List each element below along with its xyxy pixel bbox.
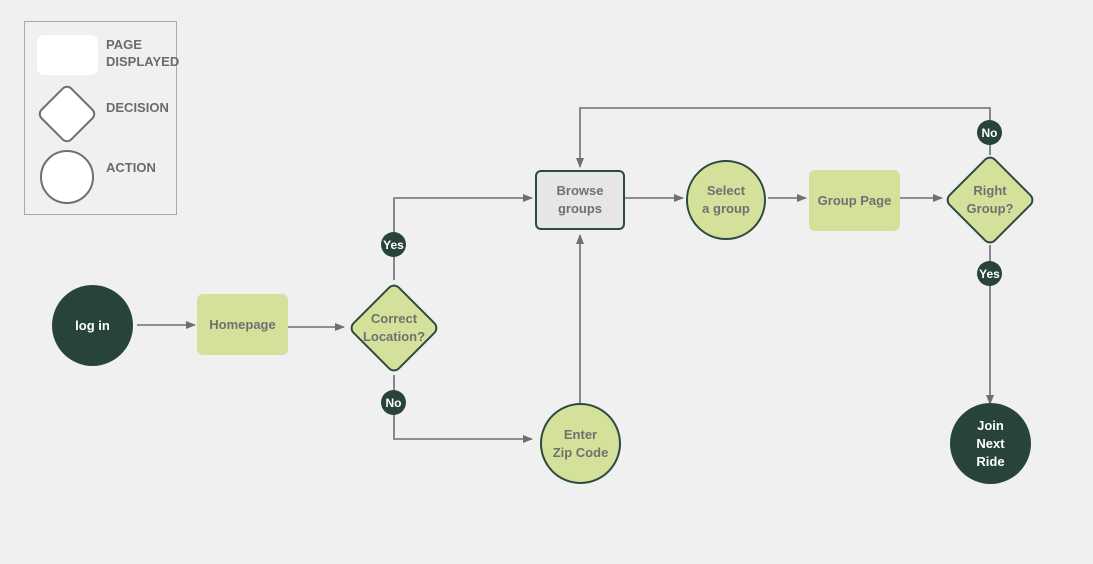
browse-groups-page-node: Browse groups — [535, 170, 625, 230]
select-group-action-node: Select a group — [686, 160, 766, 240]
homepage-page-node: Homepage — [197, 294, 288, 355]
enter-zip-action-node: Enter Zip Code — [540, 403, 621, 484]
edge-right-no-browse — [576, 107, 991, 168]
join-next-ride-action-node: Join Next Ride — [950, 403, 1031, 484]
no-badge: No — [977, 120, 1002, 145]
right-group-decision-label: Right Group? — [966, 183, 1014, 216]
legend-page-label: PAGE DISPLAYED — [106, 37, 180, 69]
legend-action-shape — [40, 150, 94, 204]
legend-decision-shape — [35, 82, 99, 146]
correct-location-decision-label: Correct Location? — [362, 311, 426, 344]
edge-decision-yes-browse — [393, 194, 533, 280]
legend-decision-label: DECISION — [106, 100, 169, 115]
no-badge: No — [381, 390, 406, 415]
group-page-node: Group Page — [809, 170, 900, 231]
login-action-node: log in — [52, 285, 133, 366]
legend-page-shape — [37, 35, 98, 75]
yes-badge: Yes — [381, 232, 406, 257]
legend: PAGE DISPLAYED DECISION ACTION — [24, 21, 180, 215]
yes-badge: Yes — [977, 261, 1002, 286]
edge-decision-no-zip — [393, 375, 533, 443]
legend-action-label: ACTION — [106, 160, 156, 175]
